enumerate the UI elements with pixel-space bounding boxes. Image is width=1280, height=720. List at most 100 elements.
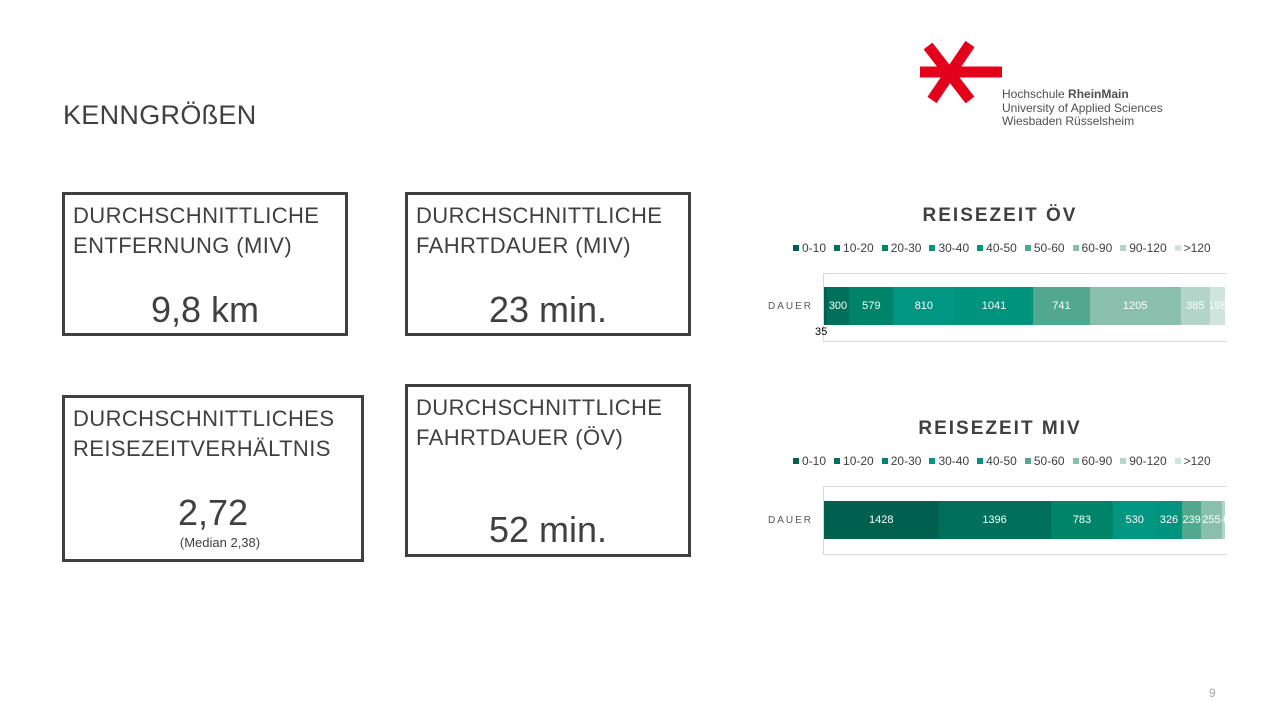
- legend-label: 40-50: [986, 454, 1017, 468]
- kpi-label-line2: FAHRTDAUER (ÖV): [416, 425, 624, 450]
- bar-segment-60-90: 255: [1201, 501, 1222, 539]
- legend-swatch: [977, 245, 984, 251]
- legend-label: 50-60: [1033, 454, 1065, 468]
- legend-swatch: [1024, 458, 1031, 464]
- bar-segment-50-60: 741: [1033, 287, 1090, 325]
- bar-segment-60-90: 1205: [1089, 287, 1181, 325]
- bar-segment-40-50: 1041: [954, 287, 1034, 325]
- kpi-box-avg-distance-miv: DURCHSCHNITTLICHE ENTFERNUNG (MIV) 9,8 k…: [62, 192, 348, 336]
- kpi-label-line1: DURCHSCHNITTLICHE: [73, 203, 320, 228]
- chart-title: REISEZEIT ÖV: [922, 205, 1078, 226]
- plot-area: [823, 273, 1227, 342]
- legend-swatch: [977, 458, 984, 464]
- legend-swatch: [1072, 458, 1079, 464]
- logo-mark-icon: [920, 40, 1002, 104]
- legend-swatch: [881, 245, 888, 251]
- category-label: DAUER: [768, 301, 814, 312]
- legend-swatch: [1024, 245, 1031, 251]
- legend-label: 0-10: [802, 454, 827, 468]
- chart-title: REISEZEIT MIV: [918, 418, 1082, 439]
- kpi-label-line2: FAHRTDAUER (MIV): [416, 233, 632, 258]
- legend-swatch: [793, 245, 799, 251]
- bar-segment-30-40: 810: [893, 287, 955, 325]
- legend-swatch: [1174, 458, 1181, 464]
- legend-label: 60-90: [1081, 454, 1113, 468]
- kpi-value: 23 min.: [488, 289, 608, 330]
- kpi-box-avg-duration-ov: DURCHSCHNITTLICHE FAHRTDAUER (ÖV) 52 min…: [405, 384, 691, 557]
- legend-item-90-120: 90-120: [1120, 241, 1167, 255]
- legend-item-90-120: 90-120: [1120, 454, 1167, 468]
- legend-swatch: [834, 245, 841, 251]
- legend-item-0-10: 0-10: [793, 454, 826, 468]
- legend-swatch: [793, 458, 799, 464]
- legend-label: 0-10: [802, 241, 827, 255]
- bar-segment--120: 198: [1209, 287, 1225, 325]
- slide-title: KENNGRÖßEN: [63, 100, 257, 130]
- kpi-value: 2,72: [177, 492, 249, 533]
- bar-segment-10-20: 300: [826, 287, 850, 325]
- legend-swatch: [1174, 245, 1181, 251]
- bar-segment-10-20: 1396: [938, 501, 1051, 539]
- legend-swatch: [929, 245, 936, 251]
- legend-label: 50-60: [1033, 241, 1065, 255]
- legend-item--120: >120: [1174, 241, 1211, 255]
- legend-label: 10-20: [843, 454, 874, 468]
- legend-item-10-20: 10-20: [834, 454, 874, 468]
- legend-item-10-20: 10-20: [834, 241, 874, 255]
- kpi-label-line1: DURCHSCHNITTLICHES: [73, 406, 335, 431]
- bar-segment-0-10: 1428: [824, 501, 939, 539]
- stacked-bar: 14281396783530326239255365: [824, 501, 1225, 539]
- page-number: 9: [1209, 686, 1216, 700]
- university-logo: Hochschule RheinMain University of Appli…: [918, 40, 1208, 130]
- legend-swatch: [1120, 458, 1127, 464]
- legend-label: >120: [1183, 241, 1211, 255]
- bar-segment-30-40: 530: [1113, 501, 1156, 539]
- legend-label: 40-50: [986, 241, 1017, 255]
- kpi-value: 52 min.: [488, 509, 608, 550]
- legend-item-20-30: 20-30: [881, 454, 922, 468]
- bar-segment-20-30: 783: [1050, 501, 1114, 539]
- kpi-box-avg-travel-time-ratio: DURCHSCHNITTLICHES REISEZEITVERHÄLTNIS 2…: [62, 395, 364, 562]
- bar-segment-20-30: 579: [849, 287, 894, 325]
- bar-segment-50-60: 239: [1182, 501, 1202, 539]
- legend-item-40-50: 40-50: [977, 241, 1017, 255]
- legend-item-0-10: 0-10: [793, 241, 826, 255]
- legend-label: 30-40: [938, 241, 970, 255]
- legend-label: 10-20: [843, 241, 874, 255]
- plot-area: [823, 486, 1227, 555]
- legend-label: 30-40: [938, 454, 970, 468]
- logo-line1-bold: RheinMain: [1068, 87, 1129, 101]
- legend-swatch: [929, 458, 936, 464]
- legend-label: 90-120: [1129, 454, 1167, 468]
- logo-text: Hochschule RheinMain University of Appli…: [1002, 87, 1163, 129]
- legend-item-30-40: 30-40: [929, 241, 969, 255]
- legend-label: 20-30: [890, 241, 922, 255]
- legend-swatch: [1120, 245, 1127, 251]
- legend-item-50-60: 50-60: [1024, 241, 1065, 255]
- legend-item-30-40: 30-40: [929, 454, 969, 468]
- kpi-label-line1: DURCHSCHNITTLICHE: [416, 203, 663, 228]
- chart-legend: 0-10 10-20 20-30 30-40 40-50 50-60 60-90 90-120…: [793, 241, 1219, 255]
- legend-label: 20-30: [890, 454, 922, 468]
- legend-label: >120: [1183, 454, 1211, 468]
- bar-segment-0-10: [824, 287, 827, 325]
- kpi-box-avg-duration-miv: DURCHSCHNITTLICHE FAHRTDAUER (MIV) 23 mi…: [405, 192, 691, 336]
- category-label: DAUER: [768, 515, 814, 526]
- data-label-0-10: 35: [815, 326, 828, 338]
- legend-item-20-30: 20-30: [881, 241, 922, 255]
- bar-segment-90-120: 36: [1221, 501, 1225, 539]
- legend-item-60-90: 60-90: [1072, 454, 1113, 468]
- chart-legend: 0-10 10-20 20-30 30-40 40-50 50-60 60-90 90-120…: [793, 454, 1219, 468]
- legend-label: 60-90: [1081, 241, 1113, 255]
- kpi-label-line2: ENTFERNUNG (MIV): [73, 233, 293, 258]
- kpi-value: 9,8 km: [150, 289, 260, 330]
- legend-item-60-90: 60-90: [1072, 241, 1113, 255]
- legend-label: 90-120: [1129, 241, 1167, 255]
- logo-line1-regular: Hochschule: [1002, 87, 1069, 101]
- legend-swatch: [881, 458, 888, 464]
- logo-line2: University of Applied Sciences: [1002, 100, 1163, 115]
- legend-item-50-60: 50-60: [1024, 454, 1065, 468]
- kpi-median-note: (Median 2,38): [179, 535, 261, 550]
- legend-item-40-50: 40-50: [977, 454, 1017, 468]
